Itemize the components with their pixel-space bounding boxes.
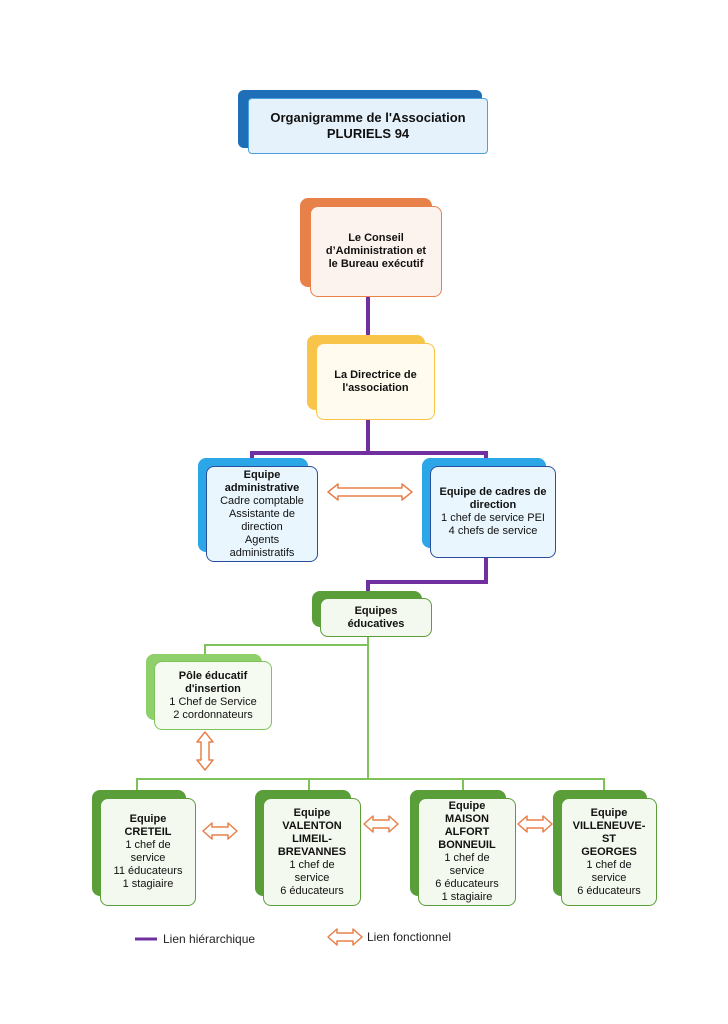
link-management-educational [366, 558, 488, 591]
management-team-line-2: 4 chefs de service [448, 525, 538, 537]
team-maison-line-4: 1 stagiaire [441, 891, 493, 903]
team-villeneuve-title-3: GEORGES [581, 845, 637, 858]
team-maison-line-2: service [449, 865, 485, 877]
team-creteil-line-3: 11 éducateurs [113, 865, 183, 877]
management-team-node: Equipe de cadres de direction 1 chef de … [422, 458, 556, 558]
team-valenton-title-3: LIMEIL- [292, 832, 332, 845]
functional-arrow-admin-management [327, 483, 413, 501]
legend-functional-arrow [327, 928, 363, 946]
insertion-pole-title-1: Pôle éducatif [178, 669, 248, 682]
board-line-3: le Bureau exécutif [328, 258, 424, 270]
management-team-line-1: 1 chef de service PEI [441, 512, 545, 524]
admin-team-line-3: direction [241, 520, 283, 533]
team-creteil-line-2: service [130, 852, 166, 864]
admin-team-title-2: administrative [224, 481, 300, 494]
admin-team-node: Equipe administrative Cadre comptable As… [198, 458, 318, 562]
team-maison-alfort-node: Equipe MAISON ALFORT BONNEUIL 1 chef de … [410, 790, 516, 906]
admin-team-line-2: Assistante de [228, 507, 296, 520]
management-team-title-2: direction [469, 499, 517, 511]
insertion-pole-line-1: 1 Chef de Service [169, 695, 257, 708]
team-villeneuve-line-1: 1 chef de [586, 858, 632, 871]
board-line-1: Le Conseil [348, 232, 404, 244]
director-line-2: l'association [342, 381, 409, 394]
team-maison-line-3: 6 éducateurs [435, 878, 499, 890]
functional-arrow-valenton-maison [363, 815, 399, 833]
link-director-teams [250, 451, 488, 460]
insertion-pole-node: Pôle éducatif d'insertion 1 Chef de Serv… [146, 654, 272, 730]
functional-arrow-pole-teams [196, 731, 214, 771]
functional-arrow-maison-villeneuve [517, 815, 553, 833]
board-node: Le Conseil d’Administration et le Bureau… [300, 198, 442, 297]
link-educational-pole [204, 644, 368, 655]
team-villeneuve-node: Equipe VILLENEUVE-ST GEORGES 1 chef de s… [553, 790, 657, 906]
team-creteil-node: Equipe CRETEIL 1 chef de service 11 éduc… [92, 790, 196, 906]
board-line-2: d’Administration et [325, 245, 427, 257]
admin-team-line-5: administratifs [229, 546, 295, 559]
team-maison-line-1: 1 chef de [444, 852, 490, 864]
chart-title-line-1: Organigramme de l'Association [270, 110, 466, 125]
team-maison-title-3: ALFORT [444, 826, 490, 838]
team-valenton-line-3: 6 éducateurs [280, 884, 344, 897]
educational-teams-node: Equipes éducatives [312, 591, 432, 637]
insertion-pole-title-2: d'insertion [185, 682, 241, 695]
team-creteil-line-4: 1 stagiaire [122, 878, 174, 890]
link-educational-teams [136, 778, 605, 792]
chart-title-line-2: PLURIELS 94 [326, 126, 410, 141]
team-villeneuve-line-3: 6 éducateurs [577, 884, 641, 897]
admin-team-line-4: Agents [244, 533, 280, 546]
team-valenton-title-1: Equipe [293, 806, 331, 819]
team-maison-title-1: Equipe [448, 800, 486, 812]
team-valenton-line-1: 1 chef de [289, 858, 335, 871]
team-maison-title-4: BONNEUIL [438, 839, 496, 851]
insertion-pole-line-2: 2 cordonnateurs [173, 708, 253, 721]
functional-arrow-creteil-valenton [202, 822, 238, 840]
educational-teams-label: Equipes éducatives [347, 604, 405, 630]
team-creteil-line-1: 1 chef de [125, 839, 171, 851]
director-node: La Directrice de l'association [307, 335, 435, 420]
admin-team-title-1: Equipe [243, 468, 281, 481]
team-valenton-title-4: BREVANNES [277, 845, 347, 858]
team-maison-title-2: MAISON [445, 813, 489, 825]
admin-team-line-1: Cadre comptable [220, 494, 304, 507]
team-creteil-title-1: Equipe CRETEIL [124, 813, 172, 838]
team-valenton-line-2: service [294, 871, 330, 884]
legend-hierarchical-label: Lien hiérarchique [163, 932, 256, 946]
team-villeneuve-title-1: Equipe [590, 806, 628, 819]
team-villeneuve-title-2: VILLENEUVE-ST [572, 819, 646, 845]
team-valenton-node: Equipe VALENTON LIMEIL- BREVANNES 1 chef… [255, 790, 361, 906]
legend-functional-label: Lien fonctionnel [367, 930, 452, 944]
team-villeneuve-line-2: service [591, 871, 627, 884]
management-team-title-1: Equipe de cadres de [439, 486, 547, 498]
team-valenton-title-2: VALENTON [282, 819, 342, 832]
chart-title-banner: Organigramme de l'Association PLURIELS 9… [238, 90, 488, 156]
director-line-1: La Directrice de [334, 368, 417, 381]
